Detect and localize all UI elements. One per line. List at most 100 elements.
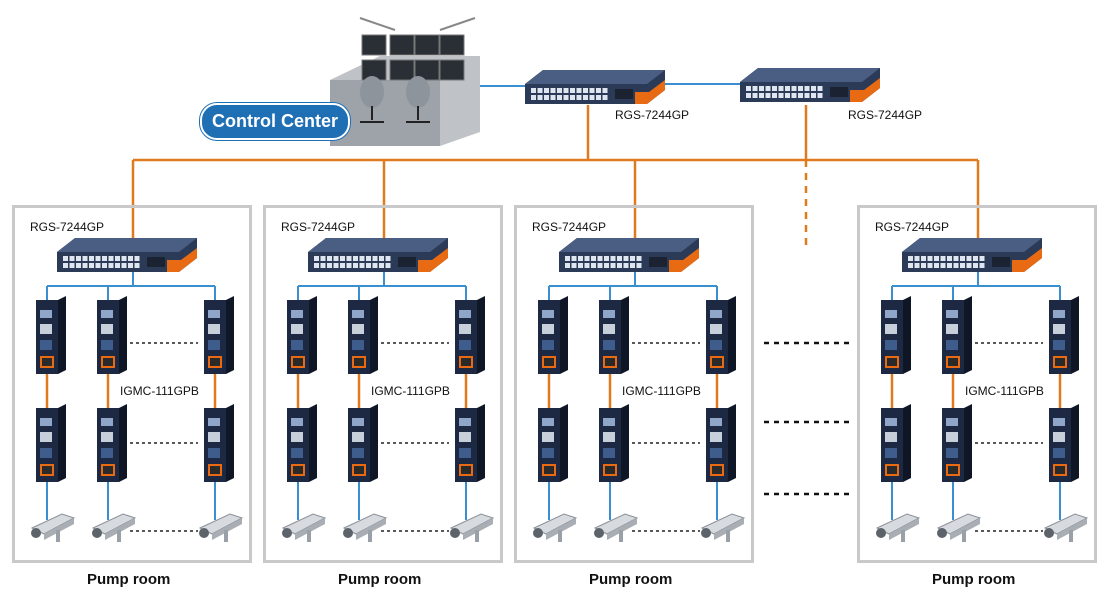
port [385, 263, 391, 268]
converter-led [710, 418, 722, 426]
port [366, 263, 371, 268]
converter-led [40, 418, 52, 426]
sfp-port [710, 432, 722, 442]
sfp-port [1053, 324, 1065, 334]
camera-mount [117, 530, 121, 542]
port [102, 263, 107, 268]
converter-front [204, 408, 226, 482]
control-center-icon [330, 17, 480, 146]
room-1-converter-bottom-2 [97, 404, 127, 482]
room-3-converter-bottom-3 [706, 404, 736, 482]
label-plate [603, 448, 615, 458]
port [940, 256, 946, 261]
sfp-port [710, 324, 722, 334]
room-1-converter-top-3 [204, 296, 234, 374]
port [76, 263, 81, 268]
brand-stripe [418, 248, 448, 272]
port [817, 93, 823, 98]
camera-side [295, 518, 325, 540]
converter-led [208, 310, 220, 318]
converter-led [291, 310, 303, 318]
camera-mount [1069, 530, 1073, 542]
chair-icon [406, 76, 430, 108]
converter-led [208, 418, 220, 426]
sfp-slot [992, 257, 1010, 267]
converter-side [58, 404, 66, 482]
port [752, 86, 758, 91]
room-2-converter-bottom-3 [455, 404, 485, 482]
converter-led [946, 310, 958, 318]
converter-front [1049, 408, 1071, 482]
converter-led [101, 418, 113, 426]
port [960, 256, 965, 261]
camera-mount [475, 530, 479, 542]
backbone-switch-1 [525, 70, 665, 104]
label-plate [208, 448, 220, 458]
port [69, 263, 75, 268]
converter-front [204, 300, 226, 374]
port [544, 88, 549, 93]
port [953, 256, 959, 261]
monitor-icon [439, 59, 465, 81]
port [563, 88, 569, 93]
converter-side [964, 404, 972, 482]
port [333, 256, 339, 261]
port [327, 256, 332, 261]
converter-side [477, 296, 485, 374]
label-plate [101, 340, 113, 350]
port [320, 256, 326, 261]
port [979, 263, 985, 268]
port [765, 93, 771, 98]
port [934, 256, 939, 261]
port [115, 263, 120, 268]
port [765, 86, 771, 91]
sfp-port [208, 324, 220, 334]
monitor-icon [389, 34, 415, 56]
port [108, 256, 114, 261]
switch-top [559, 238, 699, 252]
room-4-converter-top-1 [881, 296, 911, 374]
port [602, 95, 608, 100]
converter-led [291, 418, 303, 426]
converter-side [621, 404, 629, 482]
room-3-camera-3 [700, 513, 746, 542]
room-4-converter-bottom-2 [942, 404, 972, 482]
control-center-badge: Control Center [200, 103, 350, 140]
camera-side [105, 518, 135, 540]
port [746, 93, 751, 98]
room-4-title: Pump room [932, 571, 1016, 588]
port [589, 95, 595, 100]
sfp-port [459, 324, 471, 334]
rj45-jack [461, 358, 471, 366]
converter-side [119, 296, 127, 374]
label-plate [710, 340, 722, 350]
room-1-camera-1 [30, 513, 76, 542]
port [314, 263, 319, 268]
sfp-slot [649, 257, 667, 267]
converter-front [348, 300, 370, 374]
camera-side [1057, 518, 1087, 540]
port [379, 256, 384, 261]
port [69, 256, 75, 261]
converter-side [621, 296, 629, 374]
rj45-jack [293, 358, 303, 366]
monitor-icon [389, 59, 415, 81]
port [583, 88, 588, 93]
port [76, 256, 81, 261]
port [979, 256, 985, 261]
port [610, 263, 616, 268]
sfp-port [603, 324, 615, 334]
port [537, 88, 543, 93]
port [379, 263, 384, 268]
sfp-port [459, 432, 471, 442]
sfp-port [352, 432, 364, 442]
converter-side [903, 404, 911, 482]
sfp-port [885, 432, 897, 442]
label-plate [946, 448, 958, 458]
port [359, 263, 365, 268]
sfp-port [291, 432, 303, 442]
label-plate [710, 448, 722, 458]
port [947, 256, 952, 261]
port [636, 256, 642, 261]
converter-led [352, 418, 364, 426]
